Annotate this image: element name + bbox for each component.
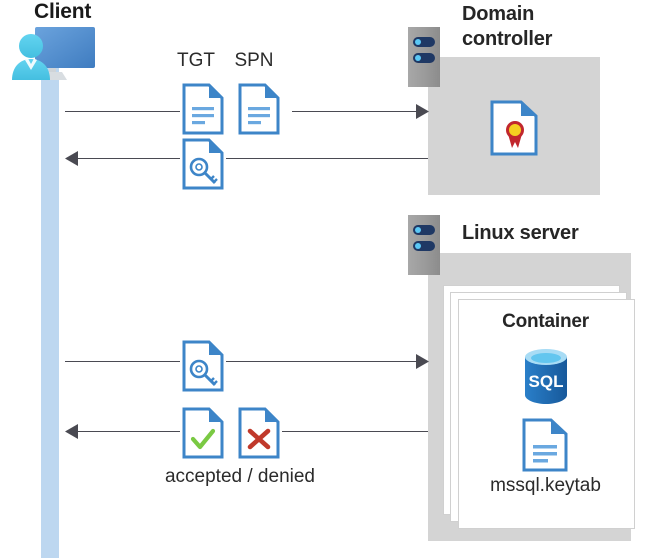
- flow-line-dc-to-client-left: [76, 158, 180, 159]
- page-title-client: Client: [34, 0, 92, 23]
- key-document-icon-upper: [182, 138, 224, 195]
- client-lifeline: [41, 60, 59, 558]
- container-title: Container: [502, 311, 589, 332]
- tgt-label: TGT: [177, 50, 215, 71]
- accepted-document-icon: [182, 407, 224, 464]
- key-document-icon-lower: [182, 340, 224, 397]
- flow-line-client-to-dc-right: [292, 111, 420, 112]
- domain-controller-title-line1: Domain: [462, 3, 535, 25]
- flow-line-linux-to-client-right: [282, 431, 428, 432]
- spn-label: SPN: [234, 50, 274, 71]
- tgt-document-icon: [182, 83, 224, 140]
- arrowhead-right-to-linux: [416, 354, 430, 374]
- client-workstation-icon: [8, 22, 100, 88]
- flow-line-client-to-linux-left: [65, 361, 180, 362]
- domain-controller-title-line2: controller: [462, 28, 553, 50]
- container-card-front: [458, 299, 635, 529]
- sql-database-icon: SQL: [520, 347, 572, 410]
- denied-document-icon: [238, 407, 280, 464]
- certificate-document-icon: [490, 100, 538, 161]
- server-rack-icon-linux-server: [408, 215, 440, 275]
- keytab-document-icon: [522, 418, 568, 477]
- accepted-denied-label: accepted / denied: [164, 466, 315, 487]
- domain-controller-title: Domain controller: [462, 2, 652, 52]
- arrowhead-left-to-client-upper: [64, 151, 78, 171]
- linux-server-title: Linux server: [462, 222, 579, 244]
- flow-line-linux-to-client-left: [76, 431, 180, 432]
- svg-text:SQL: SQL: [529, 372, 564, 391]
- arrowhead-right-to-dc: [416, 104, 430, 124]
- spn-document-icon: [238, 83, 280, 140]
- keytab-file-label: mssql.keytab: [490, 475, 601, 496]
- flow-line-client-to-dc-left: [65, 111, 180, 112]
- flow-line-client-to-linux-right: [226, 361, 420, 362]
- flow-line-dc-to-client-right: [226, 158, 428, 159]
- arrowhead-left-to-client-lower: [64, 424, 78, 444]
- server-rack-icon-domain-controller: [408, 27, 440, 87]
